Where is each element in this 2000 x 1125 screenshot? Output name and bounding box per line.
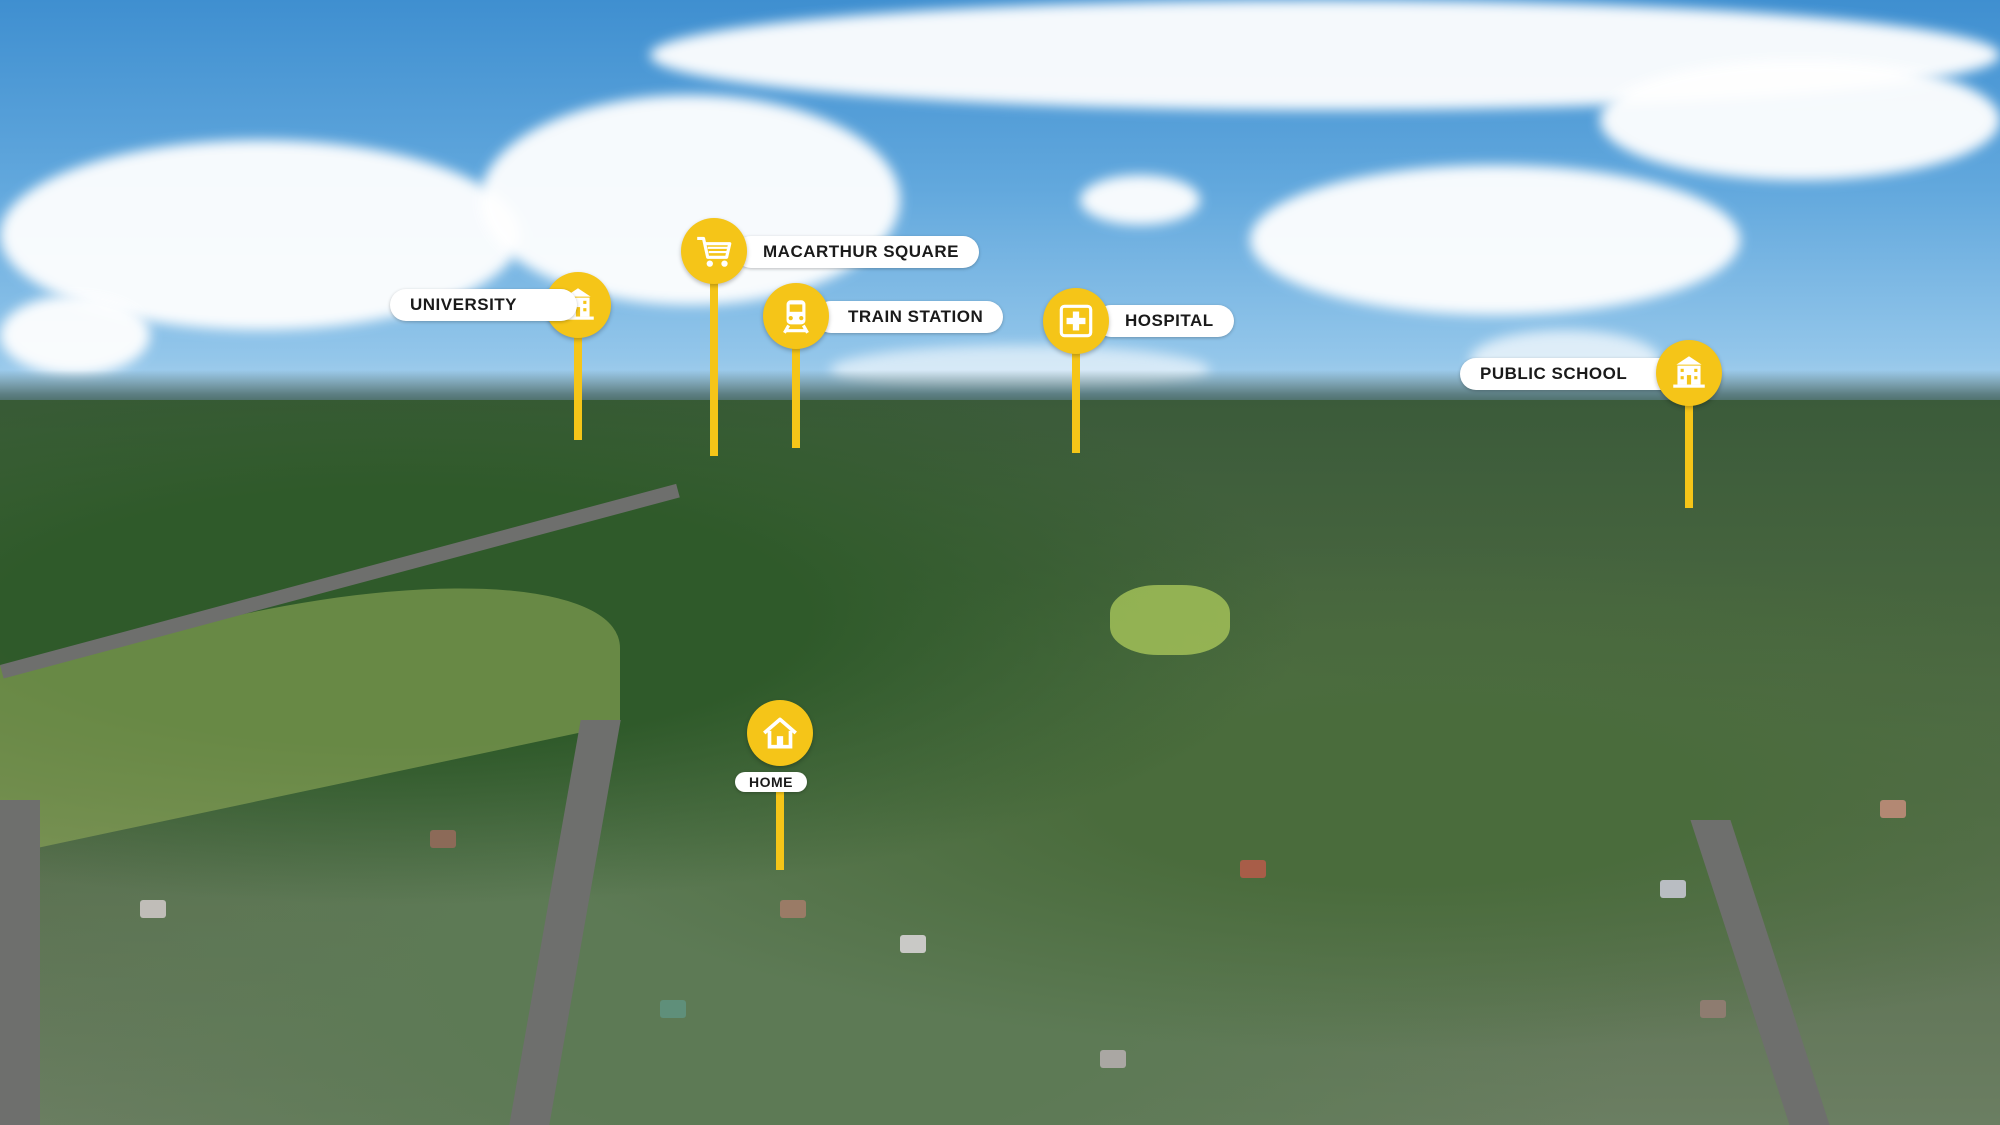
house-roof xyxy=(780,900,806,918)
marker-stem xyxy=(1685,390,1693,508)
marker-stem xyxy=(776,790,784,870)
medical-cross-icon xyxy=(1043,288,1109,354)
marker-stem xyxy=(1072,338,1080,453)
hospital-label: HOSPITAL xyxy=(1095,305,1234,337)
marker-stem xyxy=(574,322,582,440)
train-icon xyxy=(763,283,829,349)
shopping-cart-icon xyxy=(681,218,747,284)
house-roof xyxy=(660,1000,686,1018)
train-station-marker[interactable] xyxy=(763,283,829,449)
train-station-label: TRAIN STATION xyxy=(815,301,1004,333)
house-roof xyxy=(430,830,456,848)
cloud xyxy=(1250,165,1740,315)
house-roof xyxy=(1880,800,1906,818)
house-roof xyxy=(1100,1050,1126,1068)
marker-stem xyxy=(710,268,718,456)
macarthur-square-marker[interactable] xyxy=(681,218,747,458)
house-roof xyxy=(1660,880,1686,898)
road xyxy=(0,800,40,1125)
green-field xyxy=(1110,585,1230,655)
house-icon xyxy=(747,700,813,766)
house-roof xyxy=(1240,860,1266,878)
marker-stem xyxy=(792,333,800,448)
university-label: UNIVERSITY xyxy=(390,289,578,321)
cloud xyxy=(1600,60,2000,180)
public-school-marker[interactable] xyxy=(1656,340,1722,510)
hospital-marker[interactable] xyxy=(1043,288,1109,454)
public-school-label: PUBLIC SCHOOL xyxy=(1460,358,1692,390)
cloud xyxy=(1080,175,1200,225)
school-building-icon xyxy=(1656,340,1722,406)
house-roof xyxy=(900,935,926,953)
macarthur-square-label: MACARTHUR SQUARE xyxy=(735,236,979,268)
house-roof xyxy=(140,900,166,918)
house-roof xyxy=(1700,1000,1726,1018)
cloud xyxy=(0,295,150,375)
home-label: HOME xyxy=(735,772,807,792)
home-marker[interactable] xyxy=(747,700,813,870)
